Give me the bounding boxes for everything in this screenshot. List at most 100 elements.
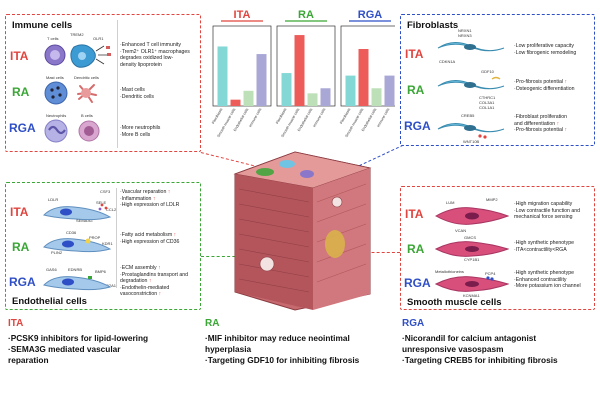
t-cells-label: T cells <box>47 36 59 41</box>
bullet: ·More potassium ion channel <box>514 283 581 290</box>
bar <box>371 88 382 106</box>
bar <box>281 73 292 106</box>
immune-rga-label: RGA <box>9 121 36 135</box>
gene-label: SEMA3G <box>76 218 93 223</box>
smc-ita-illustration <box>434 207 509 225</box>
immune-divider <box>117 20 118 148</box>
endo-ita-label: ITA <box>10 205 29 219</box>
gene-label: WNT10B <box>463 139 480 144</box>
bullet: ·Inflammation ↑ <box>120 195 156 202</box>
treatment-ra-header: RA <box>205 318 220 329</box>
bar <box>320 88 331 106</box>
smc-rga-illustration <box>434 276 509 292</box>
fibro-ra-label: RA <box>407 83 425 97</box>
gene-label: BMP6 <box>95 269 106 274</box>
treatment-item: reparation <box>8 355 49 365</box>
gene-label: CTHRC1 <box>479 95 496 100</box>
bullet: degradation ↑ <box>120 278 152 285</box>
bullet: ·Trem2⁺ OLR1⁺ macrophages <box>120 48 190 55</box>
bar <box>294 35 305 106</box>
immune-ita-bullets: ·Enhanced T cell immunity ·Trem2⁺ OLR1⁺ … <box>120 42 190 68</box>
bullet: density lipoprotein <box>120 61 162 68</box>
bullet: ·Enhanced contractility <box>514 276 567 283</box>
immune-ita-label: ITA <box>10 49 29 63</box>
up-arrow-icon: ↑ <box>152 195 156 202</box>
fibroblasts-panel: Fibroblasts ITA RA RGA NRXN1 NRXN3 CDKN1… <box>400 14 595 146</box>
treatment-ita-header: ITA <box>8 318 24 329</box>
endothelial-panel-title: Endothelial cells <box>12 296 87 307</box>
gene-label: MMP2 <box>486 197 498 202</box>
bullet: degrades oxidized low- <box>120 55 174 62</box>
gene-label: VCAN <box>455 228 467 233</box>
treatment-rga: RGA ·Nicorandil for calcium antagonist u… <box>402 318 558 366</box>
bar <box>243 90 254 106</box>
up-arrow-icon: ↑ <box>158 265 161 271</box>
gene-label: KCNMA1 <box>463 293 480 298</box>
bar <box>230 99 241 106</box>
gene-label: SELE <box>96 200 107 205</box>
immune-ra-label: RA <box>12 85 30 99</box>
smooth-muscle-cells-panel: ITA RA RGA LUM MMP2 VCAN GMCS CYP1B1 Met… <box>400 186 595 310</box>
bullet: ·More neutrophils <box>120 125 161 131</box>
treatment-item: ·SEMA3G mediated vascular <box>8 344 121 354</box>
group-title: ITA <box>234 9 251 21</box>
bar <box>384 75 395 106</box>
up-arrow-icon: ↑ <box>556 120 560 127</box>
bullet: ·High synthetic phenotype <box>514 240 574 246</box>
endo-ra-bullets: ·Fatty acid metabolism ↑ ·High expressio… <box>120 232 179 245</box>
immune-ra-bullets: ·Mast cells ·Dendritic cells <box>120 87 154 100</box>
treatment-item: unresponsive vasospasm <box>402 344 504 354</box>
bullet: ·Osteogenic differentiation <box>514 85 575 92</box>
bullet: ·High expression of LDLR <box>120 202 180 209</box>
gene-label: NRXN1 <box>458 28 472 33</box>
endothelial-ita-illustration <box>43 203 112 221</box>
dendritic-cells-label: Dendritic cells <box>74 75 99 80</box>
gene-label: GMCS <box>464 235 476 240</box>
bullet: ·Low proliferative capacity <box>514 43 574 49</box>
neutrophils-label: Neutrophils <box>46 113 67 118</box>
immune-rga-bullets: ·More neutrophils ·More B cells <box>120 125 160 138</box>
bullet: ·High synthetic phenotype <box>514 270 574 276</box>
bar <box>358 49 369 106</box>
bullet: ·ECM assembly ↑ <box>120 265 161 271</box>
fibroblast-ra-illustration <box>437 76 505 90</box>
b-cells-label: B cells <box>81 113 93 118</box>
bullet: ·Vascular reparation ↑ <box>120 189 171 195</box>
gene-label: KDR1 <box>102 241 113 246</box>
gene-label: NRXN3 <box>458 33 472 38</box>
gene-label: GDF10 <box>481 69 494 74</box>
endothelial-ra-illustration <box>43 238 112 253</box>
gene-label: LDLR <box>48 197 59 202</box>
bar <box>217 46 228 106</box>
bullet: ·More B cells <box>120 131 151 138</box>
gene-label: EDNRB <box>68 267 83 272</box>
fibro-rga-bullets: ·Fibroblast proliferation and differenti… <box>514 114 567 134</box>
up-arrow-icon: ↑ <box>564 79 568 85</box>
bullet: ·Endothelin-mediated <box>120 284 170 291</box>
fibroblast-ita-illustration <box>437 42 505 52</box>
immune-cells-panel: Immune cells ITA RA RGA T cells TREM2 OL… <box>5 14 201 152</box>
bullet: ·Fibroblast proliferation <box>514 114 568 120</box>
gene-label: Metallothioneins <box>435 269 464 274</box>
t-cell-macrophage-illustration <box>44 44 111 68</box>
gene-label: CD36 <box>66 230 77 235</box>
gene-label: LUM <box>446 200 455 205</box>
category-tick-label: Immune cells <box>376 107 390 128</box>
treatment-item: ·MIF inhibitor may reduce neointimal <box>205 333 350 343</box>
gene-label: GAS6 <box>46 267 57 272</box>
gene-label: COL3A1 <box>479 100 495 105</box>
gene-label: CYP1B1 <box>464 257 480 262</box>
connector-smc <box>346 252 400 253</box>
smc-panel-title: Smooth muscle cells <box>407 297 502 308</box>
bullet: ·Prostaglandins transport and <box>120 271 189 278</box>
treatment-item: ·PCSK9 inhibitors for lipid-lowering <box>8 333 149 343</box>
trem2-label: TREM2 <box>70 32 84 37</box>
bullet: ·High expression of CD36 <box>120 238 180 245</box>
artery-wall-illustration <box>233 151 372 311</box>
category-tick-label: Immune cells <box>248 107 262 128</box>
mast-cells-label: Mast cells <box>46 75 64 80</box>
immune-panel-title: Immune cells <box>12 20 73 31</box>
up-arrow-icon: ↑ <box>167 189 171 195</box>
plot-frame <box>212 25 272 107</box>
